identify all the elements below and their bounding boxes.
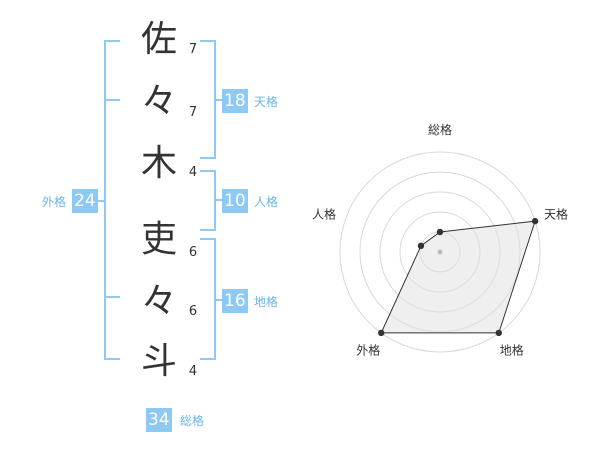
name-char-5: 々 [140,281,177,322]
chikaku-badge: 16 [222,289,248,313]
bracket-connector [214,199,222,201]
stroke-count-6: 4 [188,364,198,379]
stroke-count-1: 7 [188,42,198,57]
radar-point [531,217,539,225]
gaikaku-bracket [104,40,120,360]
radar-axis-label: 総格 [428,122,452,137]
name-char-6: 斗 [140,341,177,382]
stroke-count-2: 7 [188,105,198,120]
name-char-4: 吏 [140,219,177,260]
bracket-connector [96,200,106,202]
bracket-connector [214,299,222,301]
gaikaku-badge: 24 [72,189,98,213]
jinkaku-badge: 10 [222,189,248,213]
soukaku-badge: 34 [146,408,172,432]
soukaku-label: 総格 [180,414,205,428]
stroke-count-5: 6 [188,304,198,319]
bracket-tick [104,296,120,298]
bracket-tick [104,99,120,101]
jinkaku-label: 人格 [254,195,279,209]
tenkaku-label: 天格 [254,95,279,109]
radar-axis-label: 天格 [544,206,568,221]
gaikaku-label: 外格 [42,195,67,209]
name-char-1: 佐 [140,19,177,60]
name-char-3: 木 [140,143,177,184]
radar-point [378,329,385,337]
chikaku-label: 地格 [254,295,279,309]
radar-ring [339,151,541,353]
tenkaku-badge: 18 [222,89,248,113]
radar-axis-label: 地格 [500,343,524,358]
radar-center [437,249,443,255]
radar-area [380,220,536,334]
stroke-count-3: 4 [188,165,198,180]
radar-point [495,329,502,337]
stroke-count-4: 6 [188,245,198,260]
name-char-2: 々 [140,81,177,122]
radar-point [417,242,425,250]
radar-axis-label: 人格 [312,206,336,221]
bracket-connector [214,99,222,101]
radar-point [436,228,444,236]
radar-axis-label: 外格 [356,343,380,358]
